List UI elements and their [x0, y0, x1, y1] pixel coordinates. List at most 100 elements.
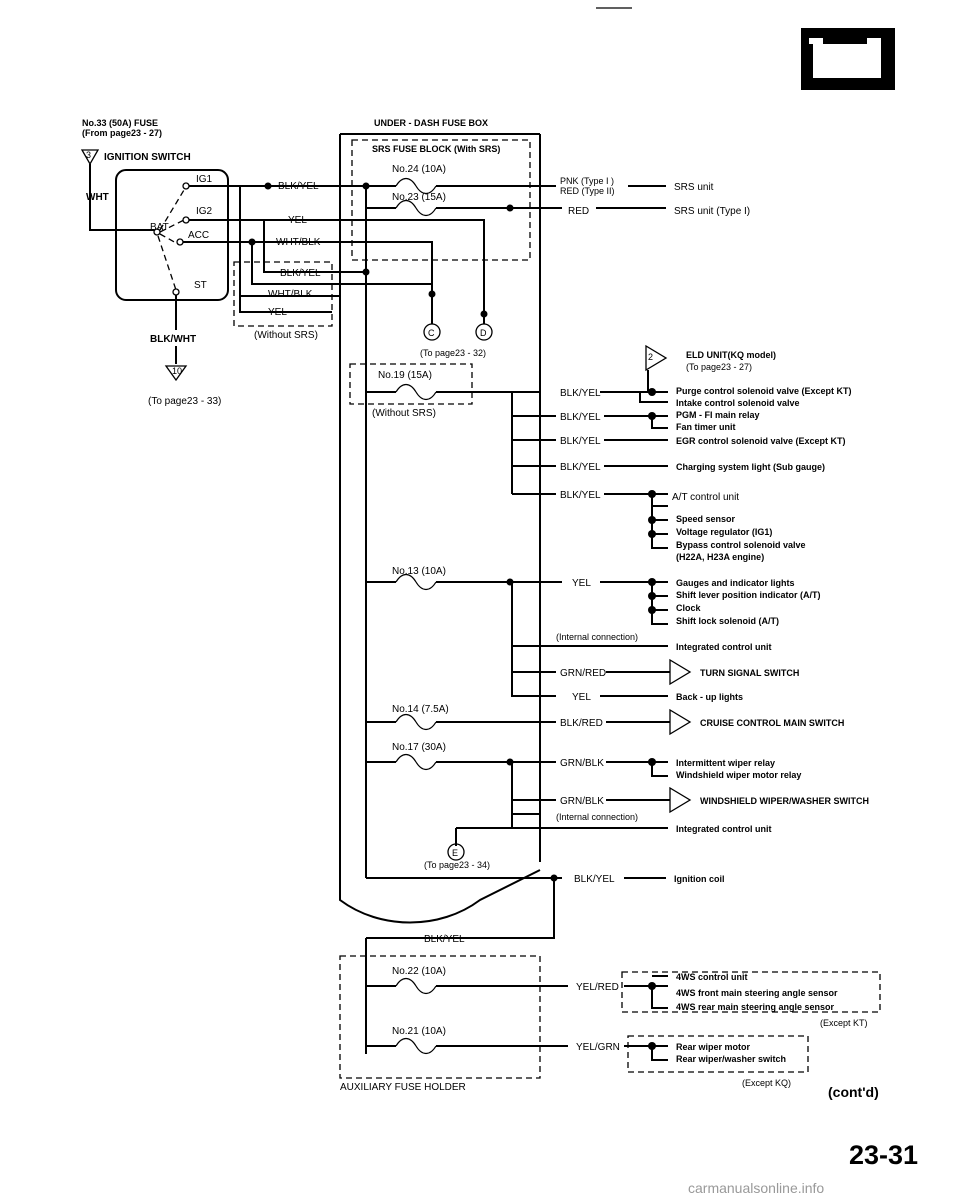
label-l16note: (Except KQ): [742, 1078, 791, 1088]
srs-block-title: SRS FUSE BLOCK (With SRS): [372, 144, 500, 154]
4ws-box: [621, 971, 881, 1013]
aux-wire: BLK/YEL: [424, 934, 465, 945]
label-l15a: 4WS control unit: [676, 972, 748, 982]
aux-title: AUXILIARY FUSE HOLDER: [340, 1082, 466, 1093]
fuse-source-label: No.33 (50A) FUSE: [82, 118, 158, 128]
fuse-22-label: No.22 (10A): [392, 966, 446, 977]
ig2-label: IG2: [196, 206, 213, 217]
eld-label-2: (To page23 - 27): [686, 362, 752, 372]
fuse-24-symbol: [395, 177, 437, 195]
label-l16b: Rear wiper/washer switch: [676, 1054, 786, 1064]
svg-text:D: D: [480, 328, 487, 338]
wht-wire: [89, 164, 154, 231]
fuse-14-label: No.14 (7.5A): [392, 704, 449, 715]
label-l1b: Intake control solenoid valve: [676, 398, 800, 408]
fuse-24-label: No.24 (10A): [392, 164, 446, 175]
svg-text:C: C: [428, 328, 435, 338]
wire-w16: YEL/GRN: [576, 1042, 620, 1053]
label-l5c: Voltage regulator (IG1): [676, 527, 772, 537]
svg-text:E: E: [452, 848, 458, 858]
label-l15c: 4WS rear main steering angle sensor: [676, 1002, 835, 1012]
without-srs-label: (Without SRS): [254, 330, 318, 341]
label-l4: Charging system light (Sub gauge): [676, 462, 825, 472]
wire-w4: BLK/YEL: [560, 462, 601, 473]
wire-w8: GRN/RED: [560, 668, 606, 679]
underdash-title: UNDER - DASH FUSE BOX: [374, 118, 488, 128]
ig1-label: IG1: [196, 174, 213, 185]
label-l5a: A/T control unit: [672, 492, 739, 503]
label-l6d: Shift lock solenoid (A/T): [676, 616, 779, 626]
fuse-23-symbol: [395, 199, 437, 217]
label-l3: EGR control solenoid valve (Except KT): [676, 436, 846, 446]
fuse-19-label: No.19 (15A): [378, 370, 432, 381]
label-l14: Ignition coil: [674, 874, 725, 884]
wire-whtblk: WHT/BLK: [276, 237, 321, 248]
label-l13: Integrated control unit: [676, 824, 772, 834]
underdash-box-outline: [339, 133, 541, 862]
wire-yel: YEL: [288, 215, 307, 226]
battery-icon: [801, 28, 895, 90]
internal-conn-2: (Internal connection): [556, 812, 638, 822]
label-l15b: 4WS front main steering angle sensor: [676, 988, 838, 998]
st-label: ST: [194, 280, 207, 291]
wire-w9: YEL: [572, 692, 591, 703]
bat-label: BAT: [150, 222, 169, 233]
fuse-19-note: (Without SRS): [372, 408, 436, 419]
wire-whtblk2: WHT/BLK: [268, 289, 313, 300]
label-l8: TURN SIGNAL SWITCH: [700, 668, 799, 678]
label-l12: WINDSHIELD WIPER/WASHER SWITCH: [700, 796, 869, 806]
label-l5b: Speed sensor: [676, 514, 736, 524]
label-l10: CRUISE CONTROL MAIN SWITCH: [700, 718, 844, 728]
label-l5e: (H22A, H23A engine): [676, 552, 764, 562]
fuse-17-label: No.17 (30A): [392, 742, 446, 753]
fuse-19-box: [349, 363, 473, 405]
cd-ref: (To page23 - 32): [420, 348, 486, 358]
label-l2b: Fan timer unit: [676, 422, 736, 432]
e-ref: (To page23 - 34): [424, 860, 490, 870]
wire-w15: YEL/RED: [576, 982, 619, 993]
wire-w6: YEL: [572, 578, 591, 589]
srs-fuse-block: [351, 139, 531, 261]
eld-arrow: [645, 344, 668, 372]
srs-unit-label: SRS unit: [674, 182, 714, 193]
wire-w2: BLK/YEL: [560, 412, 601, 423]
label-l11b: Windshield wiper motor relay: [676, 770, 801, 780]
contd-label: (cont'd): [828, 1084, 879, 1100]
wire-w10: BLK/RED: [560, 718, 603, 729]
svg-text:2: 2: [648, 352, 653, 362]
ignition-ref-page: (To page23 - 33): [148, 396, 221, 407]
wire-w12: GRN/BLK: [560, 796, 604, 807]
ignition-ref-num: 3: [86, 150, 91, 160]
label-l6a: Gauges and indicator lights: [676, 578, 795, 588]
label-l2a: PGM - FI main relay: [676, 410, 760, 420]
fuse-23-label: No.23 (15A): [392, 192, 446, 203]
ignition-switch-box: [115, 169, 229, 301]
label-l16a: Rear wiper motor: [676, 1042, 751, 1052]
wire-blkyel2: BLK/YEL: [280, 268, 321, 279]
box-bottom-curve: [339, 862, 541, 924]
eld-label-1: ELD UNIT(KQ model): [686, 350, 776, 360]
watermark: carmanualsonline.info: [688, 1180, 825, 1196]
label-l11a: Intermittent wiper relay: [676, 758, 775, 768]
page-number: 23-31: [848, 1140, 918, 1170]
without-srs-box: [233, 261, 333, 327]
label-l9: Back - up lights: [676, 692, 743, 702]
wire-w3: BLK/YEL: [560, 436, 601, 447]
label-l5d: Bypass control solenoid valve: [676, 540, 806, 550]
fuse-13-label: No.13 (10A): [392, 566, 446, 577]
ignition-ref10: 10: [172, 366, 182, 376]
rear-wiper-box: [627, 1035, 809, 1073]
acc-label: ACC: [188, 230, 209, 241]
label-l6b: Shift lever position indicator (A/T): [676, 590, 821, 600]
pnk-red-2: RED (Type II): [560, 186, 615, 196]
label-l1a: Purge control solenoid valve (Except KT): [676, 386, 852, 396]
ignition-ref-triangle: [80, 149, 100, 166]
wire-w14: BLK/YEL: [574, 874, 615, 885]
internal-conn-1: (Internal connection): [556, 632, 638, 642]
blkwht-label: BLK/WHT: [150, 334, 196, 345]
label-l15note: (Except KT): [820, 1018, 868, 1028]
wire-blkyel: BLK/YEL: [278, 181, 319, 192]
fuse-source-ref: (From page23 - 27): [82, 128, 162, 138]
wire-w11: GRN/BLK: [560, 758, 604, 769]
